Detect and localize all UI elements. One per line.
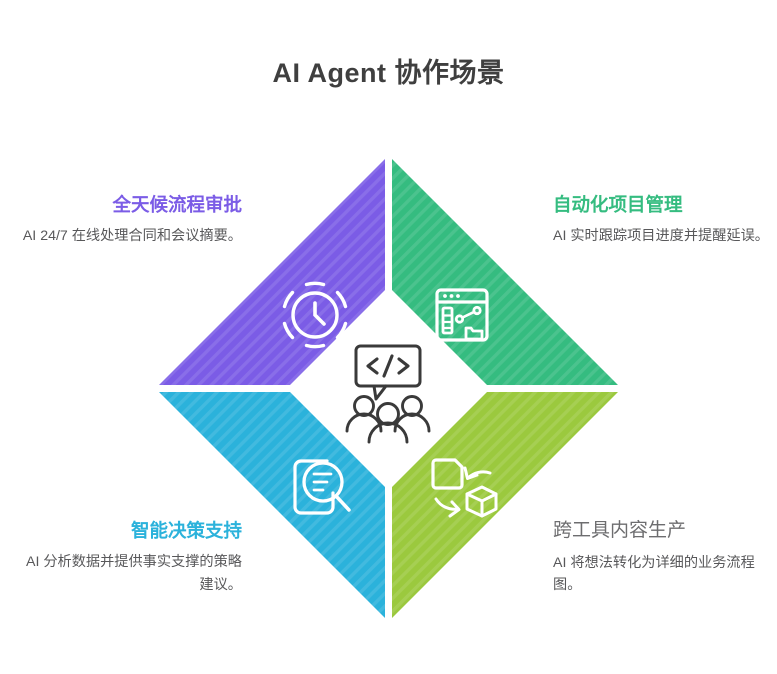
label-bottom-left-body: AI 分析数据并提供事实支撑的策略建议。 — [26, 554, 242, 593]
dashboard-chart-window-icon — [435, 288, 489, 342]
code-speech-bubble-team-icon — [345, 344, 431, 444]
document-magnifier-icon — [293, 459, 351, 515]
quadrant-top-right[interactable] — [392, 159, 618, 385]
label-top-left: 全天候流程审批 AI 24/7 在线处理合同和会议摘要。 — [14, 193, 242, 248]
label-bottom-left: 智能决策支持 AI 分析数据并提供事实支撑的策略建议。 — [14, 519, 242, 596]
quadrant-bottom-left-texture — [159, 392, 385, 618]
label-bottom-right: 跨工具内容生产 AI 将想法转化为详细的业务流程图。 — [553, 519, 775, 597]
quadrant-top-left-texture — [159, 159, 385, 385]
quadrant-bottom-right[interactable] — [392, 392, 618, 618]
label-bottom-right-body: AI 将想法转化为详细的业务流程图。 — [553, 554, 755, 594]
label-top-right-body: AI 实时跟踪项目进度并提醒延误。 — [553, 228, 769, 245]
diamond-diagram — [157, 157, 620, 620]
clock-24-7-icon — [282, 281, 348, 349]
label-bottom-right-heading: 跨工具内容生产 — [553, 520, 687, 541]
label-top-right: 自动化项目管理 AI 实时跟踪项目进度并提醒延误。 — [553, 193, 775, 248]
label-top-right-heading: 自动化项目管理 — [553, 194, 683, 215]
quadrant-bottom-right-texture — [392, 392, 618, 618]
document-cube-convert-icon — [431, 458, 498, 518]
label-top-left-body: AI 24/7 在线处理合同和会议摘要。 — [22, 228, 242, 245]
diamond-svg — [159, 159, 618, 618]
label-top-left-heading: 全天候流程审批 — [112, 194, 242, 215]
label-bottom-left-heading: 智能决策支持 — [130, 520, 242, 541]
page-title: AI Agent 协作场景 — [272, 58, 505, 88]
quadrant-top-left[interactable] — [159, 159, 385, 385]
quadrant-bottom-left[interactable] — [159, 392, 385, 618]
